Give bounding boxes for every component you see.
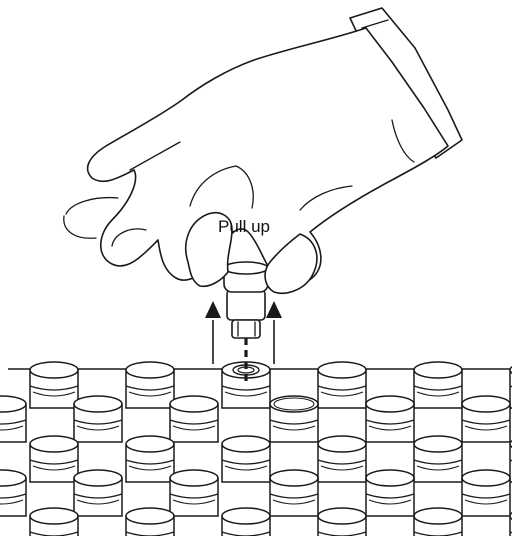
vial-cap bbox=[270, 396, 318, 442]
vial-cap bbox=[462, 470, 510, 516]
vial-cap bbox=[366, 396, 414, 442]
vial-cap bbox=[414, 508, 462, 536]
vial-cap bbox=[126, 508, 174, 536]
vial-cap bbox=[366, 470, 414, 516]
up-arrow-right bbox=[266, 301, 282, 364]
vial-cap bbox=[462, 396, 510, 442]
vial-cap bbox=[126, 436, 174, 482]
vial-cap bbox=[414, 362, 462, 408]
vial-cap bbox=[222, 436, 270, 482]
vial-cap bbox=[0, 396, 26, 442]
vial-cap bbox=[0, 470, 26, 516]
pull-up-label: Pull up bbox=[218, 217, 270, 236]
vial-cap bbox=[318, 436, 366, 482]
gloved-hand bbox=[64, 8, 462, 293]
vial-cap bbox=[126, 362, 174, 408]
vial-cap bbox=[30, 436, 78, 482]
vial-cap bbox=[270, 470, 318, 516]
vial-cap bbox=[30, 362, 78, 408]
pulled-cap bbox=[224, 262, 268, 338]
vial-cap bbox=[318, 362, 366, 408]
vial-cap bbox=[74, 470, 122, 516]
cap-rows bbox=[0, 362, 512, 536]
vial-cap bbox=[170, 396, 218, 442]
up-arrow-left bbox=[205, 301, 221, 364]
vial-cap bbox=[30, 508, 78, 536]
vial-cap bbox=[414, 436, 462, 482]
vial-cap bbox=[318, 508, 366, 536]
vial-cap bbox=[74, 396, 122, 442]
cap-tray bbox=[0, 362, 512, 536]
vial-cap bbox=[170, 470, 218, 516]
vial-cap bbox=[222, 508, 270, 536]
